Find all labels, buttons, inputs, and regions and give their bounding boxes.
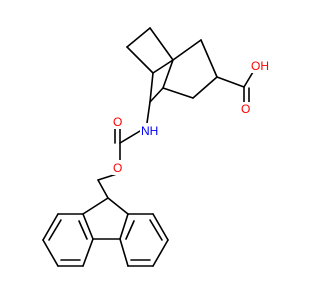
bond-right-ring-inner-3 [125,220,135,240]
bond-fl-9-4b [82,197,109,215]
bond-right-ring-inner-1 [149,219,163,241]
atom-labels: OH O NH O O [112,58,270,175]
chemical-structure-diagram: OH O NH O O [42,27,270,267]
bond-c-oh [243,71,254,88]
bond-left-ring-2 [42,213,59,241]
bond-c1-c2 [126,46,154,74]
bond-c8-c4 [162,59,174,89]
carboxylic-acid-group [216,71,254,105]
bond-fl-9-8a [107,197,129,215]
bond-right-ring-3 [152,239,169,267]
carbamate-carbonyl-oxygen-label: O [113,115,122,129]
bond-c8-c9 [149,87,164,103]
hydroxyl-label: OH [251,59,269,73]
bond-c1-c4 [152,59,174,74]
amide-nh-label: NH [141,124,158,138]
carbamate-ester-oxygen-label: O [113,161,122,175]
bond-c2-c3 [126,27,151,48]
bond-c7-c8 [162,87,194,99]
bond-c6-c7 [192,76,218,99]
bond-left-ring-5 [82,238,94,267]
bond-ring-cooh [216,76,245,88]
bond-fl-8a-4a2 [119,213,129,240]
bond-c5-c6 [200,39,218,78]
bond-right-ring-5 [119,238,129,267]
bond-c1-c9 [149,72,154,103]
fluorene-core [42,197,169,267]
bond-fl-4b-4a [82,213,94,240]
bond-left-ring-3 [42,239,59,267]
bond-ch2-c9fl [97,179,109,199]
acid-carbonyl-oxygen-label: O [241,102,250,116]
bond-right-ring-2 [152,213,169,241]
bond-left-ring-inner-3 [78,220,88,240]
bond-left-ring-inner-1 [48,219,62,241]
bond-c3-c4 [149,27,174,61]
bond-c9-n [146,101,151,124]
bond-c4-c5 [172,39,202,61]
bond-n-c [119,130,141,144]
bicyclic-core [126,27,218,103]
